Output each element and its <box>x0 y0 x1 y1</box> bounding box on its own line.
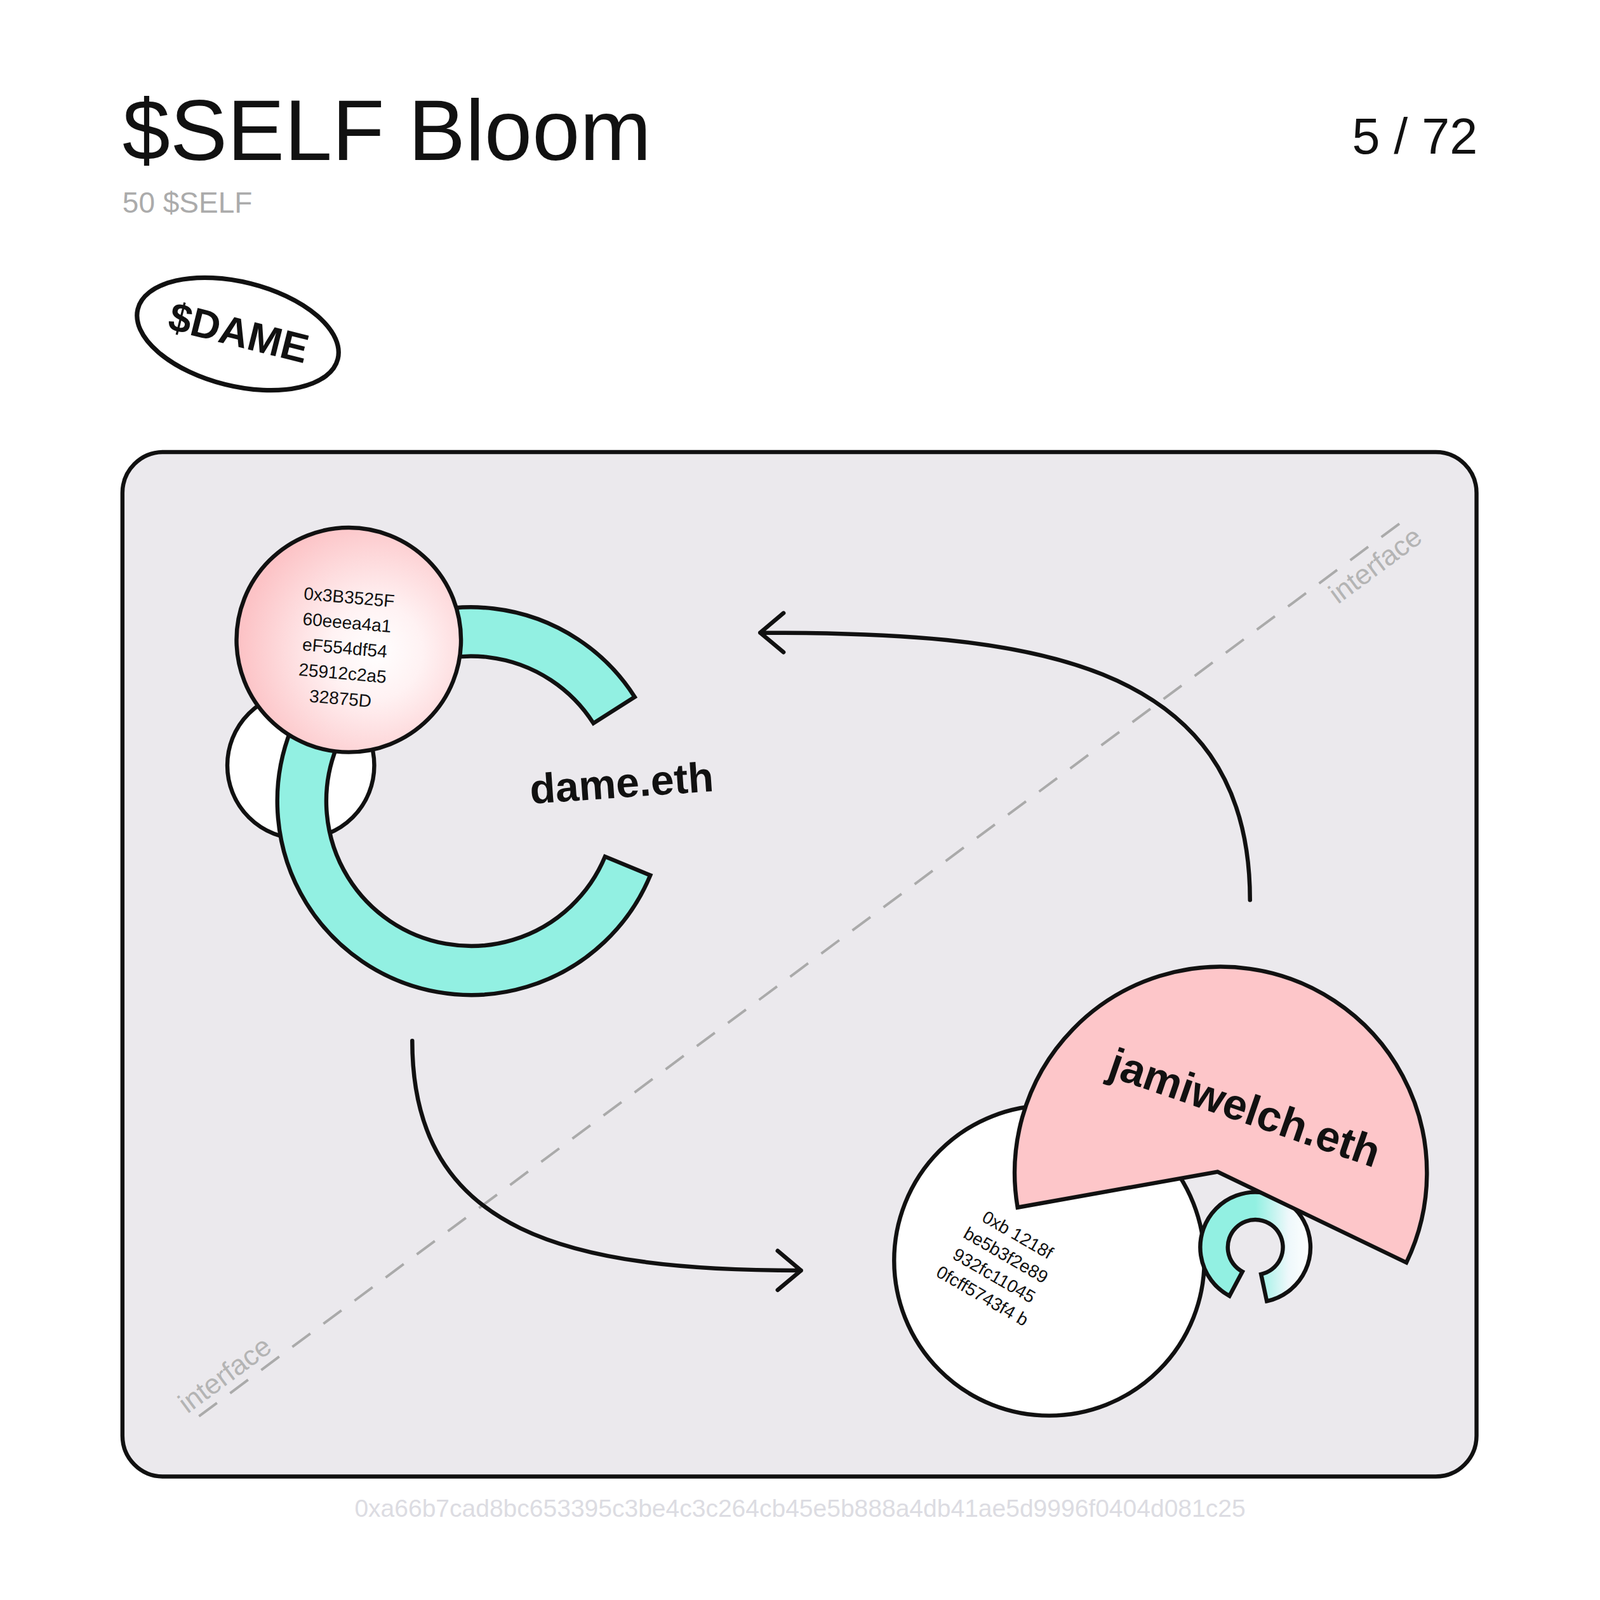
hash-footer: 0xa66b7cad8bc653395c3be4c3c264cb45e5b888… <box>354 1495 1246 1521</box>
wallet-node: 0x3B3525F 60eeea4a1 eF554df54 25912c2a5 … <box>222 522 760 1041</box>
badge-ellipse <box>125 258 351 410</box>
token-badge: $DAME <box>132 271 343 395</box>
price-subtitle: 50 $SELF <box>122 187 253 218</box>
flow-arrow <box>412 1040 801 1290</box>
flow-arrow <box>760 613 1250 901</box>
frame-panel <box>122 452 1477 1477</box>
title: $SELF Bloom <box>122 87 652 174</box>
ens-name: dame.eth <box>528 755 715 811</box>
pink-half-disc <box>1014 966 1427 1263</box>
page-counter: 5 / 72 <box>1351 111 1478 162</box>
wallet-node: jamiwelch.eth0xb 1218f be5b3f2e89 932fc1… <box>801 900 1424 1419</box>
wallet-address: 0x3B3525F 60eeea4a1 eF554df54 25912c2a5 … <box>285 579 405 716</box>
address-disc <box>236 527 462 753</box>
